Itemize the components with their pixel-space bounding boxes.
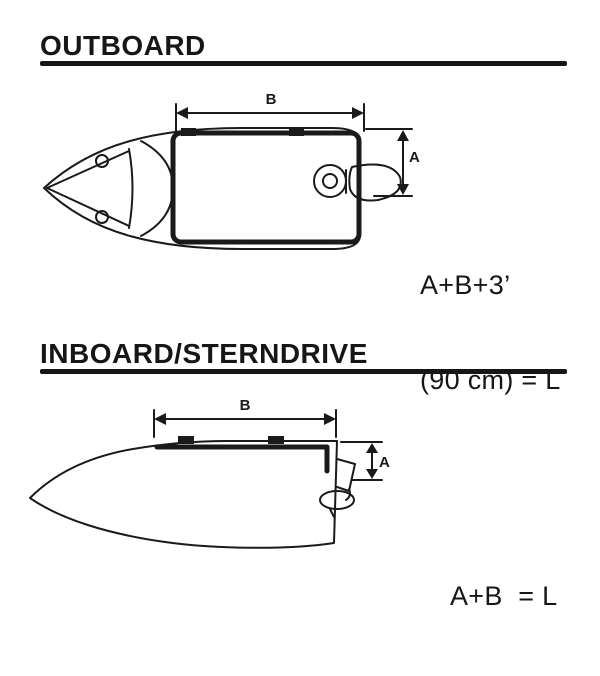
windshield xyxy=(140,140,174,237)
dim-a-arrow-bottom xyxy=(397,184,409,195)
sterndrive-skeg xyxy=(329,508,335,518)
bow-cleat-top xyxy=(95,154,109,168)
outboard-title: OUTBOARD xyxy=(40,30,206,61)
dim-b-arrow-right xyxy=(352,107,364,119)
outboard-formula-line2: (90 cm) = L xyxy=(420,365,561,396)
outboard-dim-b-label: B xyxy=(266,91,277,108)
bow-cleat-bottom xyxy=(95,210,109,224)
deck-fitting-right xyxy=(268,436,284,444)
deck-fitting-right xyxy=(289,128,304,136)
bow-deck-lines xyxy=(46,148,134,229)
outboard-dim-a-label: A xyxy=(409,149,420,166)
inboard-formula-line: A+B = L xyxy=(450,580,558,611)
deck-fitting-left xyxy=(178,436,194,444)
dim-b-arrow-right xyxy=(324,413,336,425)
cockpit-edge xyxy=(154,444,330,474)
outboard-formula: A+B+3’ (90 cm) = L xyxy=(420,206,561,461)
diagrams-canvas: B A B A xyxy=(29,91,420,549)
sterndrive-foot xyxy=(319,490,355,510)
inboard-dimensions: B A xyxy=(153,397,390,481)
hull-outline xyxy=(43,127,361,250)
deck-fitting-left xyxy=(181,128,196,136)
dim-a-arrow-top xyxy=(397,130,409,141)
outboard-divider xyxy=(40,61,567,66)
inboard-boat-sideview xyxy=(29,436,356,549)
dim-a-arrow-top xyxy=(366,443,378,453)
motor-mount-inner xyxy=(322,173,338,189)
inboard-divider xyxy=(40,369,567,374)
dim-b-arrow-left xyxy=(176,107,188,119)
inboard-dim-b-label: B xyxy=(240,397,251,414)
inboard-formula: A+B = L xyxy=(450,517,557,676)
sterndrive-leg xyxy=(345,488,351,501)
inboard-title: INBOARD/STERNDRIVE xyxy=(40,338,368,369)
hull-outline xyxy=(29,440,338,549)
inboard-dim-a-label: A xyxy=(379,454,390,471)
sterndrive-bracket xyxy=(336,458,356,492)
outboard-boat-topview xyxy=(43,127,402,250)
dim-a-arrow-bottom xyxy=(366,469,378,479)
motor-mount-outer xyxy=(313,164,347,198)
dim-b-arrow-left xyxy=(154,413,166,425)
outboard-dimensions: B A xyxy=(175,91,420,197)
outboard-formula-line1: A+B+3’ xyxy=(420,269,511,300)
motor-cowling xyxy=(348,163,402,202)
cockpit-outline xyxy=(170,130,362,245)
